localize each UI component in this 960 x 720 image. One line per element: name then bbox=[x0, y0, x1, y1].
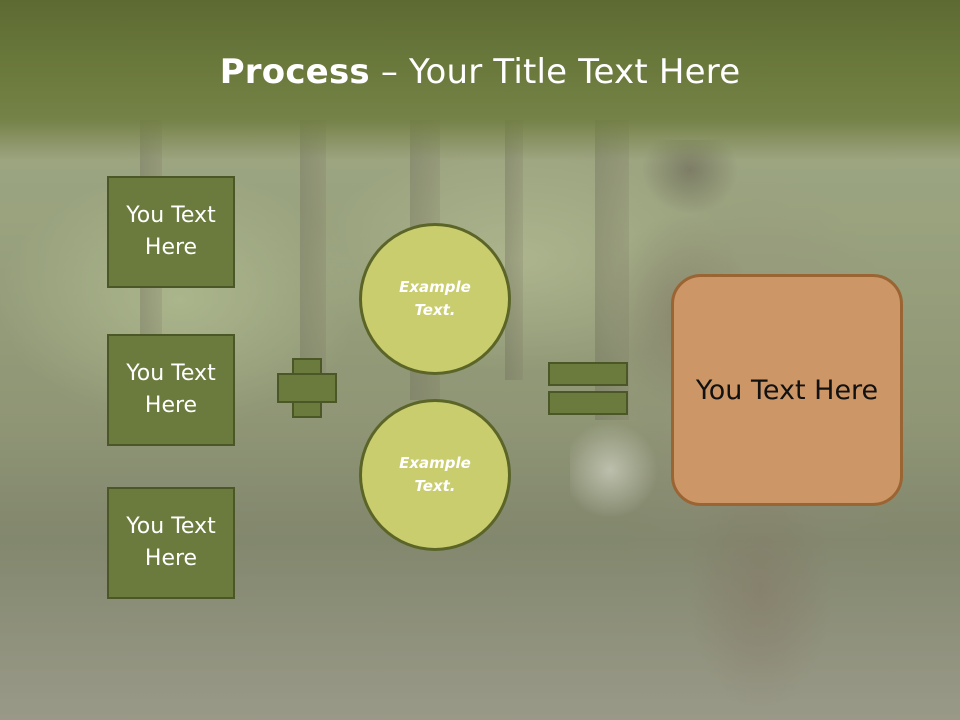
title-bold: Process bbox=[219, 52, 370, 92]
example-circle-1: Example Text. bbox=[359, 223, 511, 375]
text-box-1: You Text Here bbox=[107, 176, 235, 288]
text-box-2: You Text Here bbox=[107, 334, 235, 446]
slide-title: Process – Your Title Text Here bbox=[0, 52, 960, 92]
circle-label: Example Text. bbox=[399, 278, 471, 319]
example-circle-2: Example Text. bbox=[359, 399, 511, 551]
result-box: You Text Here bbox=[671, 274, 903, 506]
text-box-label: You Text Here bbox=[126, 361, 216, 418]
circle-label: Example Text. bbox=[399, 454, 471, 495]
text-box-label: You Text Here bbox=[126, 203, 216, 260]
text-box-label: You Text Here bbox=[126, 514, 216, 571]
header-band bbox=[0, 0, 960, 160]
result-label: You Text Here bbox=[695, 374, 879, 406]
text-box-3: You Text Here bbox=[107, 487, 235, 599]
title-rest: – Your Title Text Here bbox=[369, 52, 741, 92]
